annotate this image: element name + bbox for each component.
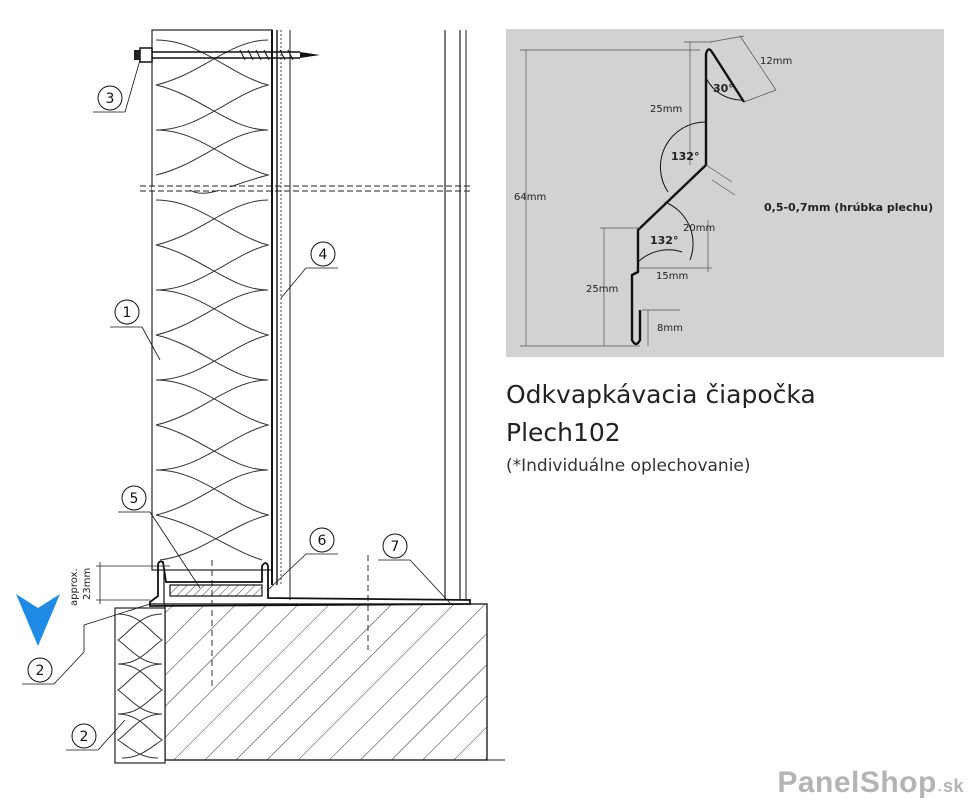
angle-lower: 132° <box>650 234 678 247</box>
brand-tld: sk <box>942 776 964 796</box>
plinth-insulation <box>114 607 166 764</box>
steel-liner-sheet <box>271 30 282 585</box>
flashing-profile <box>630 48 746 346</box>
callouts: 3 4 1 5 <box>22 59 451 751</box>
callout-2-lower: 2 <box>66 719 126 751</box>
approx-dimension: approx. 23mm <box>69 562 170 606</box>
brand-logo: PanelShop.sk <box>777 766 964 800</box>
drip-direction-arrow-icon <box>16 594 60 646</box>
callout-5-label: 5 <box>130 491 139 507</box>
dim-step: 15mm <box>656 271 688 282</box>
dim-top-lip: 12mm <box>760 56 792 67</box>
callout-2-lower-label: 2 <box>80 729 89 745</box>
brand-name: PanelShop <box>777 766 937 799</box>
approx-label: approx. <box>69 568 80 606</box>
detail-code: Plech102 <box>506 418 621 447</box>
dim-top-vertical: 25mm <box>650 104 682 115</box>
fastener-screw <box>134 47 320 63</box>
profile-detail: 64mm 25mm 12mm 30° 132° 132° 20mm 15mm 2… <box>506 29 944 357</box>
brand-dot-icon: . <box>937 779 942 794</box>
insulation-wave-c <box>155 199 270 561</box>
callout-7: 7 <box>378 533 451 604</box>
steel-frame <box>289 30 467 600</box>
dim-diagonal: 20mm <box>683 223 715 234</box>
callout-6-label: 6 <box>318 533 327 549</box>
angle-top: 30° <box>713 82 734 95</box>
thickness-note: 0,5-0,7mm (hrúbka plechu) <box>764 201 933 214</box>
detail-note: (*Individuálne oplechovanie) <box>506 456 751 476</box>
callout-7-label: 7 <box>391 539 400 555</box>
callout-4-label: 4 <box>319 247 328 263</box>
wall-section: approx. 23mm 3 4 1 <box>16 29 505 764</box>
callout-2-upper: 2 <box>22 603 151 685</box>
callout-6: 6 <box>267 527 338 591</box>
break-line <box>140 185 470 192</box>
callout-3-label: 3 <box>106 91 115 107</box>
dim-total: 64mm <box>514 192 546 203</box>
angle-upper: 132° <box>671 150 699 163</box>
insulation-wave-d <box>155 199 269 561</box>
dim-hem: 8mm <box>657 323 683 334</box>
callout-5: 5 <box>118 485 201 589</box>
callout-2-upper-label: 2 <box>36 663 45 679</box>
callout-3: 3 <box>93 59 141 113</box>
base-flashing-detail <box>149 560 471 607</box>
callout-4: 4 <box>280 241 338 299</box>
callout-1: 1 <box>110 299 161 361</box>
insulation-layer <box>151 29 273 571</box>
profile-panel <box>506 29 944 357</box>
approx-value: 23mm <box>82 568 93 600</box>
dim-bottom-vertical: 25mm <box>586 284 618 295</box>
callout-1-label: 1 <box>123 305 132 321</box>
insulation-wave-a <box>155 39 270 194</box>
detail-title: Odkvapkávacia čiapočka <box>506 380 816 409</box>
